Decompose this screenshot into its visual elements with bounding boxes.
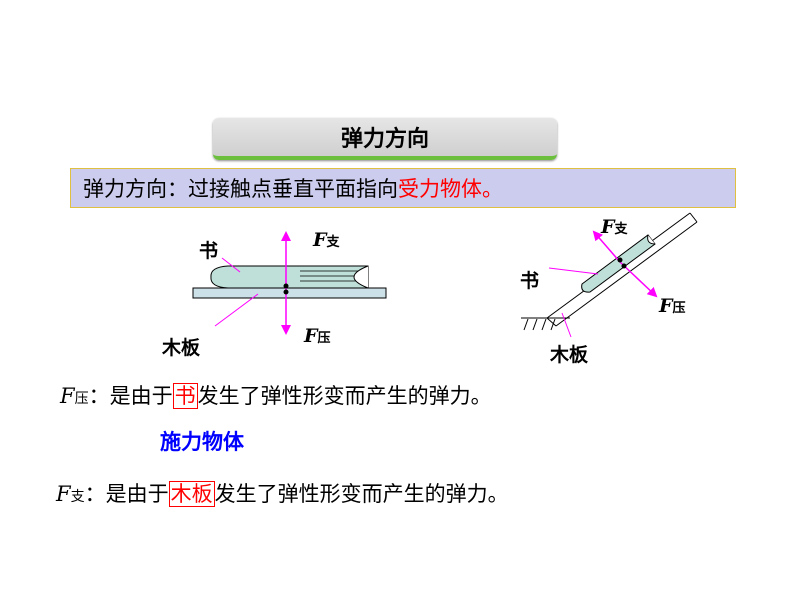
right-book [581,234,656,293]
left-f-press-label: F压 [304,325,331,347]
left-board [192,287,387,299]
right-f-support-label: F支 [601,216,628,238]
right-f-press-label: F压 [659,295,686,317]
right-f-press-arrow [619,261,658,298]
section-title: 弹力方向 [213,118,557,160]
left-f-support-label: F支 [313,229,340,251]
right-book-pointer [548,267,599,275]
right-diagram [521,212,698,338]
left-board-label: 木板 [162,337,201,359]
definition-box: 弹力方向：过接触点垂直平面指向受力物体。 [70,168,736,208]
right-book-label: 书 [520,270,540,292]
left-diagram [192,231,387,335]
applier-label: 施力物体 [160,430,244,454]
support-source-highlight: 木板 [168,481,215,507]
right-f-support-arrow [592,230,621,263]
definition-text: 弹力方向：过接触点垂直平面指向 [83,177,398,201]
definition-highlight: 受力物体。 [398,177,503,201]
right-board-pointer [561,312,572,338]
left-book [210,265,369,289]
explanation-line-press: F压：是由于书发生了弹性形变而产生的弹力。 [60,383,492,409]
left-board-pointer [214,293,259,327]
left-book-label: 书 [199,240,219,262]
explanation-line-support: F支：是由于木板发生了弹性形变而产生的弹力。 [56,481,509,507]
right-board-label: 木板 [550,344,589,366]
press-source-highlight: 书 [172,383,198,409]
left-book-pointer [221,257,241,273]
